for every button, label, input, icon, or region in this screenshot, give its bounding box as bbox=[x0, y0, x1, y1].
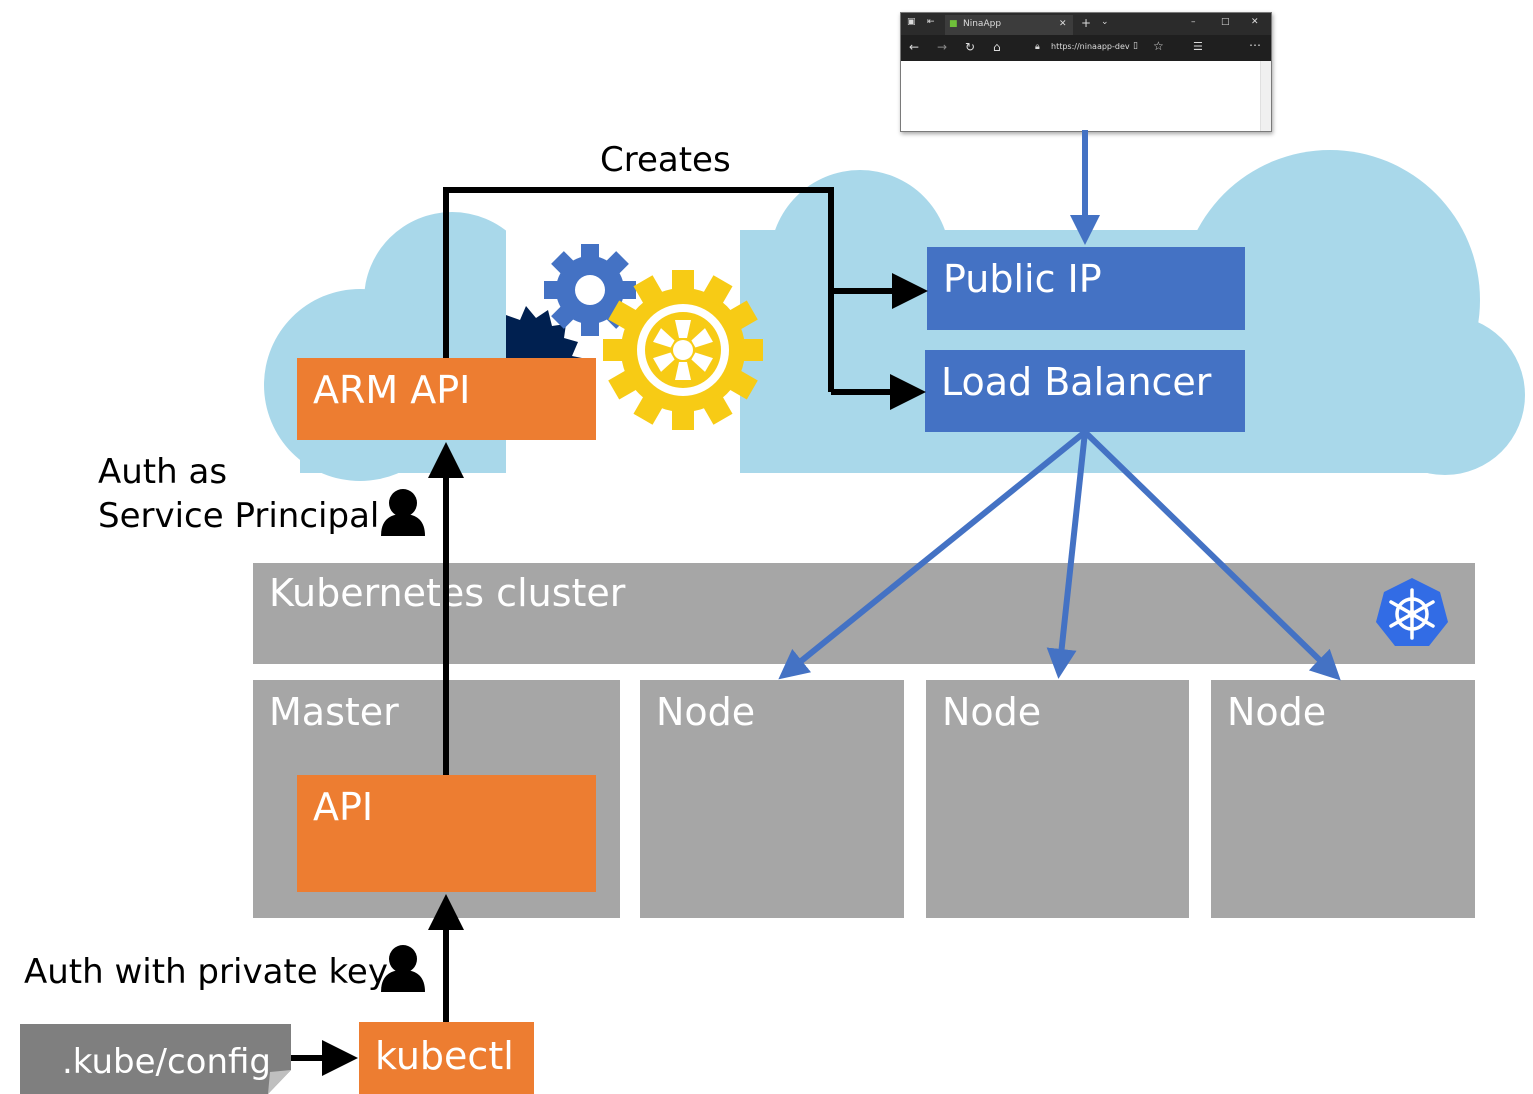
load-balancer-label: Load Balancer bbox=[941, 360, 1212, 404]
public-ip-label: Public IP bbox=[943, 257, 1102, 301]
person-icon bbox=[381, 945, 425, 992]
favorite-star-icon[interactable]: ☆ bbox=[1153, 39, 1164, 53]
close-tab-icon[interactable]: ✕ bbox=[1059, 19, 1067, 29]
set-aside-tabs-icon[interactable]: ⇤ bbox=[927, 17, 935, 27]
refresh-icon[interactable]: ↻ bbox=[965, 40, 976, 54]
yellow-gear-icon bbox=[603, 270, 763, 430]
browser-titlebar: ▣ ⇤ ■ NinaApp ✕ + ⌄ – □ ✕ bbox=[901, 13, 1271, 35]
node-label: Node bbox=[1227, 690, 1327, 734]
kube-config-label: .kube/config bbox=[62, 1042, 271, 1082]
load-balancer-box[interactable]: Load Balancer bbox=[925, 350, 1245, 432]
node-box-1[interactable]: Node bbox=[640, 680, 904, 918]
more-options-icon[interactable]: ⋯ bbox=[1249, 38, 1261, 52]
arm-api-label: ARM API bbox=[313, 368, 471, 412]
master-label: Master bbox=[269, 690, 399, 734]
reading-view-icon[interactable]: ▯ bbox=[1133, 41, 1138, 51]
auth-service-principal-line2: Service Principal bbox=[98, 496, 380, 536]
minimize-icon[interactable]: – bbox=[1191, 17, 1196, 27]
public-ip-box[interactable]: Public IP bbox=[927, 247, 1245, 330]
auth-private-key-label: Auth with private key bbox=[24, 952, 388, 992]
browser-tab[interactable]: ■ NinaApp ✕ bbox=[945, 15, 1073, 35]
node-label: Node bbox=[942, 690, 1042, 734]
lock-icon: 🔒︎ bbox=[1035, 42, 1040, 52]
favorites-hub-icon[interactable]: ☰ bbox=[1193, 40, 1203, 53]
node-box-3[interactable]: Node bbox=[1211, 680, 1475, 918]
kubectl-label: kubectl bbox=[375, 1034, 514, 1078]
creates-label: Creates bbox=[600, 140, 731, 180]
browser-window[interactable]: ▣ ⇤ ■ NinaApp ✕ + ⌄ – □ ✕ ← → ↻ ⌂ 🔒︎ htt… bbox=[900, 12, 1272, 132]
address-bar-url[interactable]: https://ninaapp-dev bbox=[1051, 42, 1130, 51]
arm-api-box[interactable]: ARM API bbox=[297, 358, 596, 440]
tab-manager-icon[interactable]: ▣ bbox=[907, 17, 916, 27]
back-icon[interactable]: ← bbox=[909, 40, 920, 54]
maximize-icon[interactable]: □ bbox=[1221, 17, 1230, 27]
browser-navbar: ← → ↻ ⌂ 🔒︎ https://ninaapp-dev ▯ ☆ ☰ ⋯ bbox=[901, 35, 1271, 61]
navy-gear-icon bbox=[506, 306, 582, 358]
node-box-2[interactable]: Node bbox=[926, 680, 1189, 918]
master-api-label: API bbox=[313, 785, 374, 829]
favicon-icon: ■ bbox=[949, 19, 958, 29]
blue-gear-icon bbox=[544, 244, 636, 336]
chevron-down-icon[interactable]: ⌄ bbox=[1101, 17, 1109, 27]
close-window-icon[interactable]: ✕ bbox=[1251, 17, 1259, 27]
person-icon bbox=[381, 489, 425, 536]
forward-icon[interactable]: → bbox=[937, 40, 948, 54]
new-tab-icon[interactable]: + bbox=[1081, 16, 1092, 30]
node-label: Node bbox=[656, 690, 756, 734]
tab-title: NinaApp bbox=[963, 19, 1002, 29]
home-icon[interactable]: ⌂ bbox=[993, 40, 1001, 54]
master-api-box[interactable]: API bbox=[297, 775, 596, 892]
kubectl-box[interactable]: kubectl bbox=[359, 1022, 534, 1094]
scrollbar[interactable] bbox=[1260, 61, 1271, 131]
auth-service-principal-line1: Auth as bbox=[98, 452, 228, 492]
